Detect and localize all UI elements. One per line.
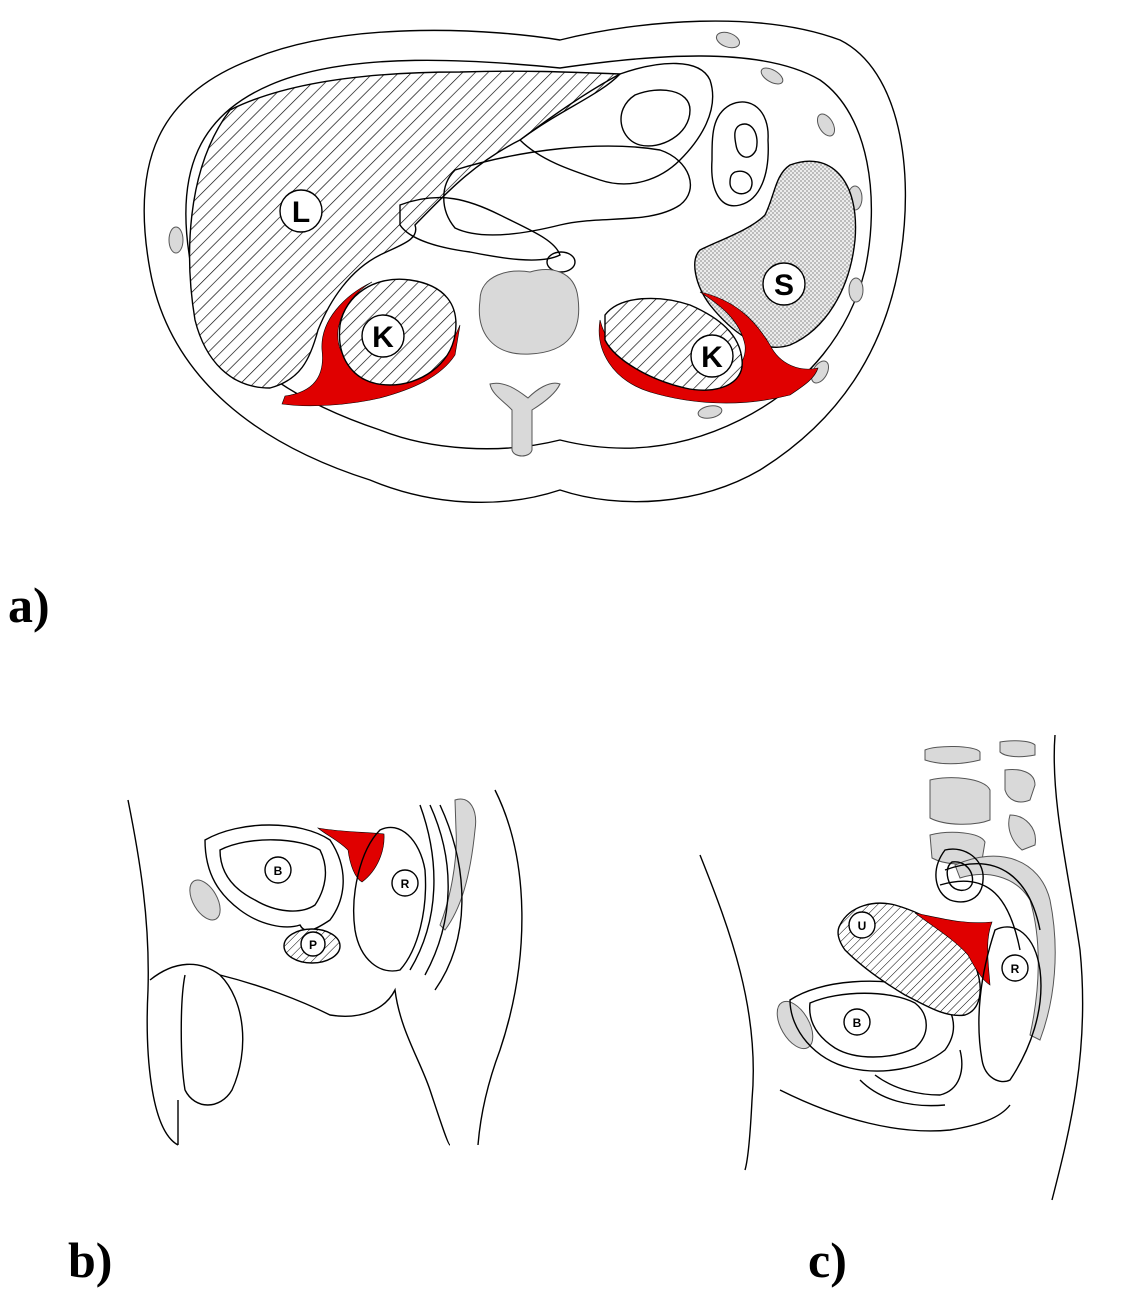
svg-text:B: B (853, 1016, 862, 1030)
panel-c-label: c) (808, 1235, 847, 1285)
vagina (860, 1050, 962, 1106)
anterior-body-outline (700, 855, 753, 1170)
vertebrae (925, 741, 1035, 864)
posterior-body-outline (1052, 735, 1083, 1200)
svg-text:U: U (858, 919, 867, 933)
female-pelvis-diagram: U B R (0, 0, 1123, 1220)
perineum-outline (780, 1090, 1010, 1131)
rectum (979, 927, 1041, 1082)
label-uterus: U (849, 912, 875, 938)
panel-b-label: b) (68, 1235, 112, 1285)
svg-text:R: R (1011, 962, 1020, 976)
label-rectum: R (1002, 955, 1028, 981)
label-bladder: B (844, 1009, 870, 1035)
